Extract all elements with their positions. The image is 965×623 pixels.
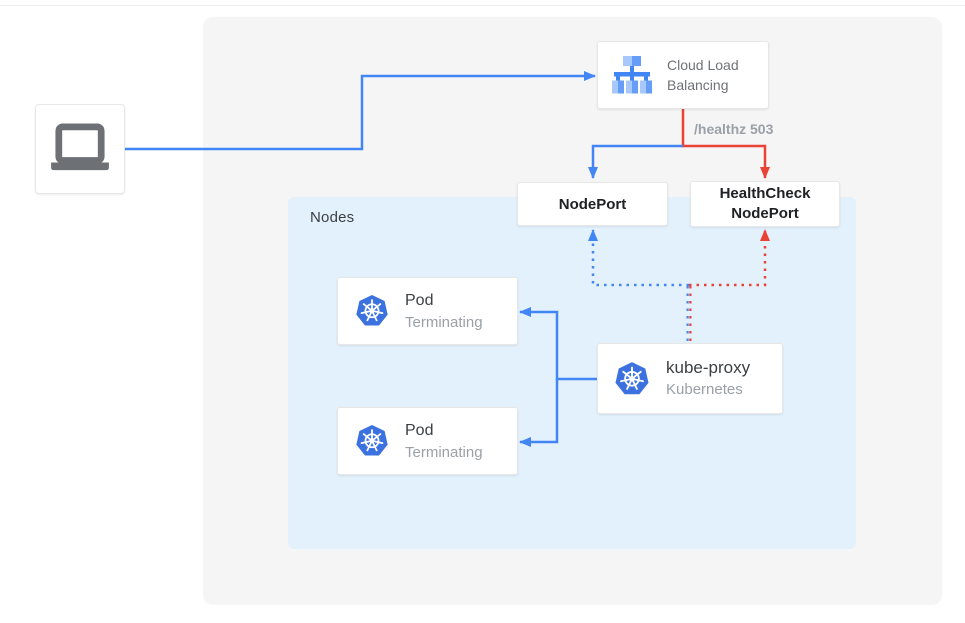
pod-2-status: Terminating	[405, 443, 483, 461]
pod-1-node: Pod Terminating	[337, 277, 518, 345]
kube-proxy-node: kube-proxy Kubernetes	[597, 343, 783, 414]
pod-1-status: Terminating	[405, 313, 483, 331]
pod-2-node: Pod Terminating	[337, 407, 518, 475]
healthcheck-nodeport-node: HealthCheck NodePort	[690, 181, 840, 227]
load-balancer-icon	[612, 56, 652, 94]
laptop-icon	[51, 123, 109, 171]
nodes-group-label: Nodes	[310, 209, 355, 226]
client-node	[35, 104, 125, 194]
kubernetes-icon	[356, 424, 388, 456]
pod-1-title: Pod	[405, 291, 434, 309]
healthz-503-label: /healthz 503	[694, 121, 774, 137]
kube-proxy-subtitle: Kubernetes	[666, 381, 743, 398]
healthcheck-nodeport-label-line2: NodePort	[731, 205, 799, 222]
pod-2-title: Pod	[405, 421, 434, 439]
kube-proxy-title: kube-proxy	[666, 358, 751, 377]
kubernetes-icon	[615, 361, 649, 394]
healthcheck-nodeport-label-line1: HealthCheck	[719, 185, 811, 202]
cloud-load-balancing-title: Cloud Load Balancing	[667, 57, 739, 93]
nodeport-node: NodePort	[517, 182, 668, 226]
kubernetes-icon	[356, 294, 388, 326]
nodeport-label: NodePort	[558, 195, 627, 213]
cloud-load-balancing-node: Cloud Load Balancing	[597, 41, 769, 109]
top-divider	[0, 5, 965, 6]
